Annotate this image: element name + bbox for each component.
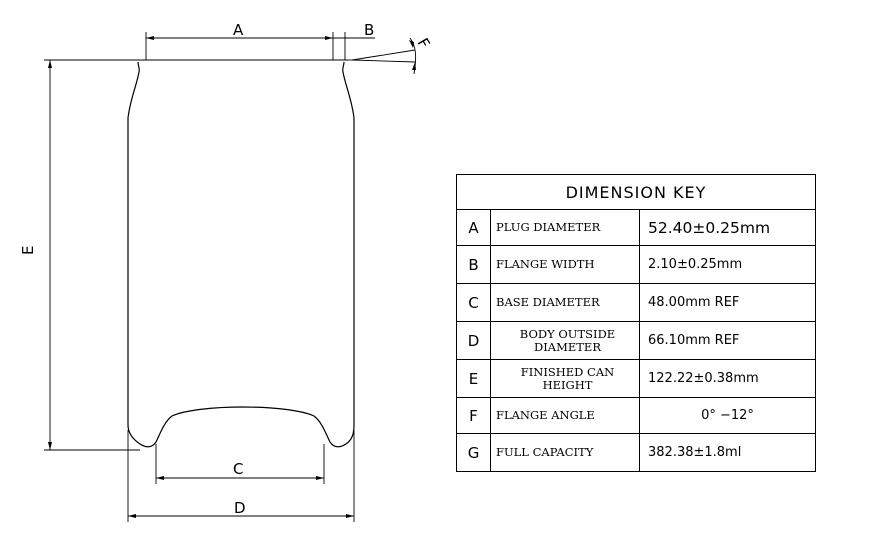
key-label: FULL CAPACITY (490, 433, 640, 472)
key-label: FINISHED CAN HEIGHT (490, 359, 640, 398)
key-row: D BODY OUTSIDE DIAMETER 66.10mm REF (456, 321, 816, 360)
key-label: BASE DIAMETER (490, 283, 640, 322)
dim-f-line-2 (351, 59, 416, 63)
key-letter: E (456, 359, 491, 398)
dimension-key-table: DIMENSION KEY A PLUG DIAMETER 52.40±0.25… (456, 174, 816, 472)
dim-f-line-1 (351, 49, 416, 61)
dim-c-label: C (233, 460, 243, 478)
key-value: 122.22±0.38mm (639, 359, 816, 398)
key-row: F FLANGE ANGLE 0° −12° (456, 397, 816, 434)
key-label: BODY OUTSIDE DIAMETER (490, 321, 640, 360)
key-label: FLANGE WIDTH (490, 245, 640, 284)
key-label: FLANGE ANGLE (490, 397, 640, 434)
key-letter: F (456, 397, 491, 434)
key-letter: G (456, 433, 491, 472)
key-letter: D (456, 321, 491, 360)
key-value: 2.10±0.25mm (639, 245, 816, 284)
key-row: G FULL CAPACITY 382.38±1.8ml (456, 433, 816, 472)
key-row: A PLUG DIAMETER 52.40±0.25mm (456, 209, 816, 246)
dim-a-label: A (233, 21, 244, 39)
key-value: 52.40±0.25mm (639, 209, 816, 246)
key-label: PLUG DIAMETER (490, 209, 640, 246)
key-row: E FINISHED CAN HEIGHT 122.22±0.38mm (456, 359, 816, 398)
key-letter: C (456, 283, 491, 322)
dimension-key-title: DIMENSION KEY (456, 174, 816, 210)
key-value: 48.00mm REF (639, 283, 816, 322)
dim-d-label: D (234, 499, 246, 517)
key-letter: B (456, 245, 491, 284)
dim-e-label: E (19, 246, 37, 255)
key-value: 0° −12° (639, 397, 816, 434)
dim-f-label: F (414, 35, 434, 51)
dim-b-label: B (364, 21, 374, 39)
key-value: 66.10mm REF (639, 321, 816, 360)
key-row: B FLANGE WIDTH 2.10±0.25mm (456, 245, 816, 284)
key-value: 382.38±1.8ml (639, 433, 816, 472)
key-letter: A (456, 209, 491, 246)
can-body-outline (127, 61, 355, 448)
key-row: C BASE DIAMETER 48.00mm REF (456, 283, 816, 322)
